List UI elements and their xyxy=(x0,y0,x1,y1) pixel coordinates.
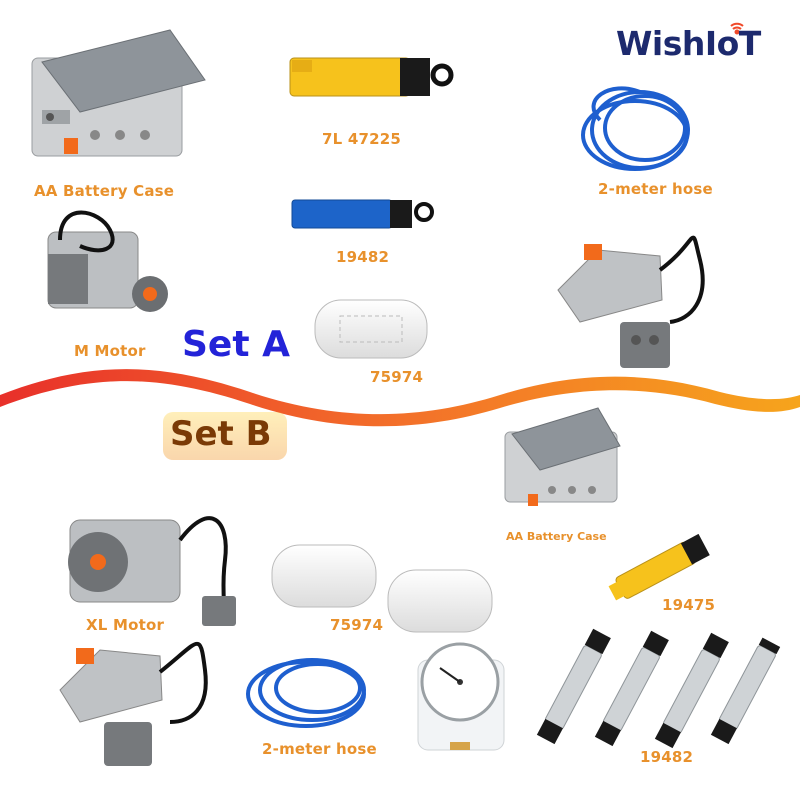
pneumatic-cylinder-19482-image xyxy=(291,199,434,229)
section-divider-wave xyxy=(0,369,800,427)
set-b-label-xl-motor: XL Motor xyxy=(86,616,165,634)
wifi-icon xyxy=(730,22,744,35)
air-tanks-b-image xyxy=(271,544,493,633)
air-tank-a-image xyxy=(314,299,428,359)
hose-a-image xyxy=(581,86,690,171)
pneumatic-cylinder-7l-image xyxy=(289,57,454,97)
brand-logo: WishIoT xyxy=(616,24,761,63)
set-a-label-7l-47225: 7L 47225 xyxy=(322,130,402,148)
switch-b-image xyxy=(59,641,208,766)
pneumatic-cylinders-image xyxy=(536,628,781,749)
aa-battery-case-b-image xyxy=(504,407,621,506)
set-b-title: Set B xyxy=(170,414,272,454)
aa-battery-case-a-image xyxy=(31,29,206,157)
set-a-label-m-motor: M Motor xyxy=(74,342,146,360)
set-a-label-19482: 19482 xyxy=(336,248,390,266)
xl-motor-image xyxy=(68,516,236,626)
set-b-label-19482: 19482 xyxy=(640,748,694,766)
switch-a-image xyxy=(557,235,705,368)
m-motor-image xyxy=(47,210,168,312)
set-b-label-75974: 75974 xyxy=(330,616,384,634)
hose-b-image xyxy=(246,658,366,728)
pneumatic-pump-image xyxy=(608,533,710,601)
set-b-label-aa-battery-case: AA Battery Case xyxy=(506,530,607,543)
set-a-label-aa-battery-case: AA Battery Case xyxy=(34,182,175,200)
set-a-label-hose: 2-meter hose xyxy=(598,180,713,198)
set-b-badge xyxy=(163,412,287,460)
set-a-title: Set A xyxy=(182,324,290,365)
set-b-label-hose: 2-meter hose xyxy=(262,740,377,758)
pressure-gauge-image xyxy=(417,642,505,751)
set-a-label-75974: 75974 xyxy=(370,368,424,386)
set-b-label-19475: 19475 xyxy=(662,596,716,614)
